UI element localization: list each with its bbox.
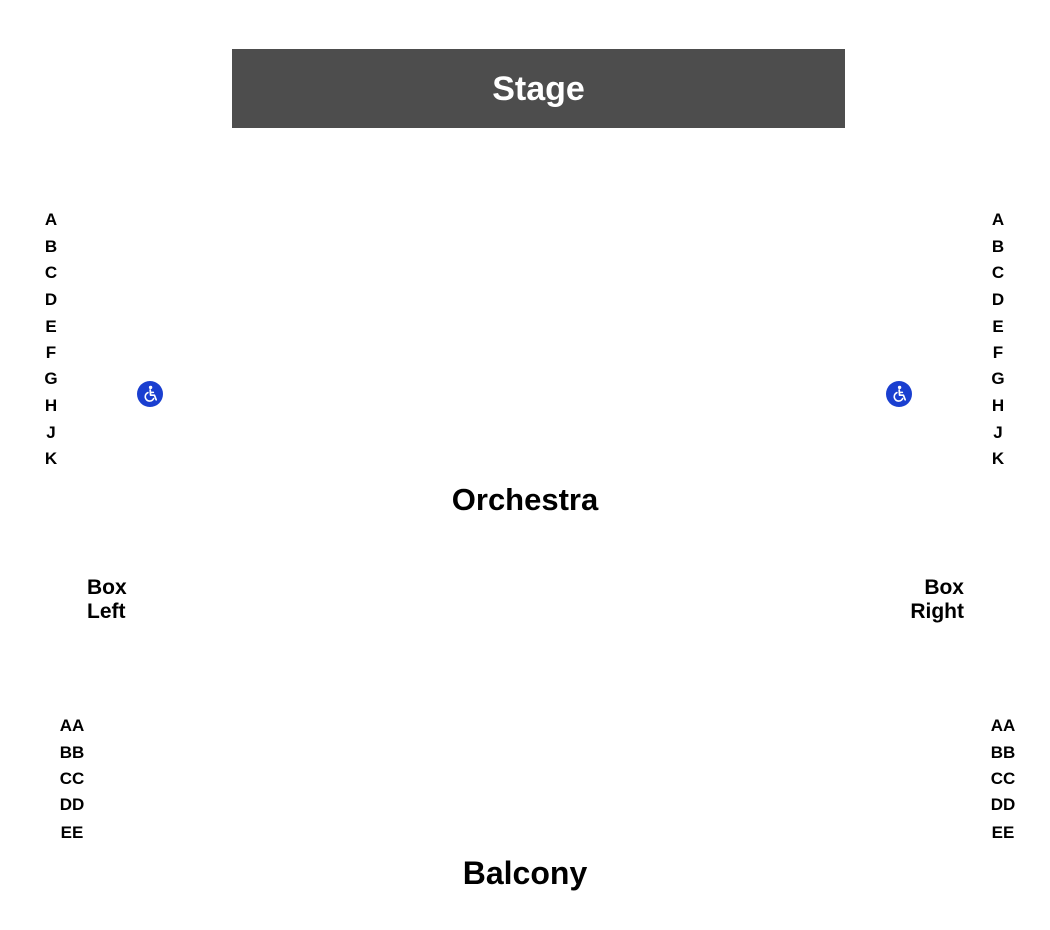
box-right-label-line1: Box (924, 576, 964, 599)
box-right-label: Box Right (880, 576, 964, 624)
orchestra-row-label-left: F (45, 343, 57, 362)
box-right-label-line2: Right (910, 600, 964, 623)
orchestra-row-label-left: D (44, 290, 58, 309)
orchestra-row-label-right: H (991, 396, 1005, 415)
stage: Stage (232, 49, 845, 128)
orchestra-row-label-right: F (992, 343, 1004, 362)
box-left-label-line2: Left (87, 600, 126, 623)
balcony-row-label-right: EE (991, 823, 1015, 842)
orchestra-row-label-left: G (44, 369, 58, 388)
balcony-row-label-right: CC (990, 769, 1016, 788)
wheelchair-icon (137, 381, 163, 407)
stage-label: Stage (492, 69, 585, 108)
orchestra-row-label-right: D (991, 290, 1005, 309)
orchestra-row-label-left: E (45, 317, 57, 336)
orchestra-row-label-right: B (991, 237, 1005, 256)
balcony-row-label-right: BB (990, 743, 1016, 762)
balcony-row-label-right: DD (990, 795, 1016, 814)
balcony-row-label-left: CC (59, 769, 85, 788)
orchestra-row-label-left: J (46, 423, 56, 442)
orchestra-row-label-right: E (992, 317, 1004, 336)
balcony-section-label: Balcony (462, 855, 588, 891)
wheelchair-icon (886, 381, 912, 407)
balcony-row-label-left: BB (59, 743, 85, 762)
balcony-row-label-left: DD (59, 795, 85, 814)
box-left-label-line1: Box (87, 576, 127, 599)
balcony-row-label-left: AA (59, 716, 85, 735)
balcony-row-label-left: EE (60, 823, 84, 842)
orchestra-row-label-left: C (44, 263, 58, 282)
orchestra-row-label-left: B (44, 237, 58, 256)
orchestra-row-label-right: A (991, 210, 1005, 229)
orchestra-row-label-right: K (991, 449, 1005, 468)
orchestra-row-label-left: A (44, 210, 58, 229)
orchestra-row-label-right: J (993, 423, 1003, 442)
orchestra-row-label-right: G (991, 369, 1005, 388)
balcony-row-label-right: AA (990, 716, 1016, 735)
orchestra-row-label-left: K (44, 449, 58, 468)
orchestra-section-label: Orchestra (451, 482, 599, 517)
orchestra-row-label-left: H (44, 396, 58, 415)
orchestra-row-label-right: C (991, 263, 1005, 282)
box-left-label: Box Left (87, 576, 127, 624)
